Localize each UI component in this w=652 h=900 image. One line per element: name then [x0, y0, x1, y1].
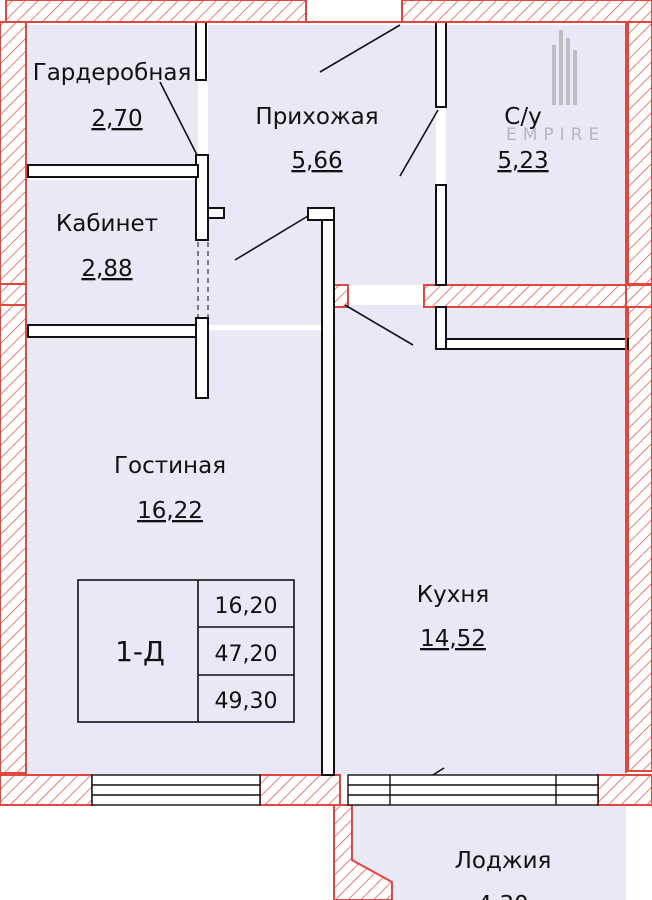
floor-bathroom — [446, 25, 626, 285]
brand-logo: EMPIRE — [506, 30, 605, 145]
wall-wardrobe-right — [195, 21, 207, 81]
floor-kitchen — [334, 305, 626, 775]
wall-top-left — [5, 0, 307, 23]
room-name-bathroom: С/у — [504, 104, 541, 130]
wall-bottom-mid — [259, 774, 341, 806]
summary-apartment-id: 1-Д — [115, 635, 165, 668]
wall-mid-left — [0, 283, 27, 306]
window-living — [91, 774, 261, 806]
wall-hall-stub — [207, 207, 225, 219]
summary-living-area: 16,20 — [215, 594, 278, 619]
floor-wardrobe — [28, 25, 198, 165]
door-swing-kitchen — [344, 304, 414, 346]
room-name-living: Гостиная — [114, 453, 226, 479]
wall-bottom-right — [597, 774, 652, 806]
wall-left-lower — [0, 304, 27, 774]
room-area-loggia: 4,30 — [477, 892, 528, 900]
wall-bath-left-top — [435, 21, 447, 108]
room-name-hallway: Прихожая — [255, 104, 378, 130]
summary-frame — [77, 579, 295, 723]
wall-wardrobe-bottom — [27, 164, 199, 178]
wall-right-upper — [627, 21, 652, 285]
door-swing-wardrobe — [159, 81, 198, 156]
wall-bath-left-bottom — [435, 184, 447, 286]
wall-top-right — [401, 0, 652, 23]
apartment-outline — [25, 21, 627, 773]
floor-corridor — [198, 210, 324, 325]
wall-central-top — [307, 207, 335, 221]
floor-living — [28, 330, 324, 775]
wall-central — [321, 207, 335, 776]
door-swing-bathroom — [399, 109, 439, 177]
room-area-kitchen: 14,52 — [420, 626, 486, 652]
room-area-living: 16,22 — [137, 498, 203, 524]
door-swing-study — [234, 215, 309, 261]
floor-study — [28, 180, 198, 325]
wall-bottom-left — [0, 774, 93, 806]
room-area-wardrobe: 2,70 — [91, 106, 142, 132]
room-name-wardrobe: Гардеробная — [33, 60, 192, 86]
room-area-bathroom: 5,23 — [497, 148, 548, 174]
room-name-study: Кабинет — [56, 211, 158, 237]
wall-mid-right — [423, 284, 652, 308]
room-name-kitchen: Кухня — [417, 582, 489, 608]
room-name-loggia: Лоджия — [455, 848, 552, 874]
window-kitchen — [347, 774, 599, 806]
wall-kitchen-ledge — [445, 338, 629, 350]
summary-area-with-loggia: 49,30 — [215, 689, 278, 714]
room-area-hallway: 5,66 — [291, 148, 342, 174]
door-swing-entrance — [319, 24, 401, 73]
wall-living-divider — [195, 317, 209, 399]
windows — [91, 774, 599, 806]
wall-left-upper — [0, 21, 27, 285]
wall-study-bottom — [27, 324, 201, 338]
door-swings — [159, 24, 445, 798]
interior-walls — [27, 21, 629, 776]
floor-loggia — [352, 800, 626, 900]
summary-total-area: 47,20 — [215, 642, 278, 667]
floor-fills — [28, 25, 626, 900]
building-logo-icon — [552, 30, 577, 105]
summary-table: 1-Д 16,20 47,20 49,30 — [77, 579, 295, 723]
room-labels: Гардеробная 2,70 Прихожая 5,66 С/у 5,23 … — [33, 60, 552, 900]
wall-kitchen-top — [435, 306, 447, 350]
wall-right-lower — [627, 304, 652, 772]
room-area-study: 2,88 — [81, 256, 132, 282]
brand-name: EMPIRE — [506, 125, 605, 145]
